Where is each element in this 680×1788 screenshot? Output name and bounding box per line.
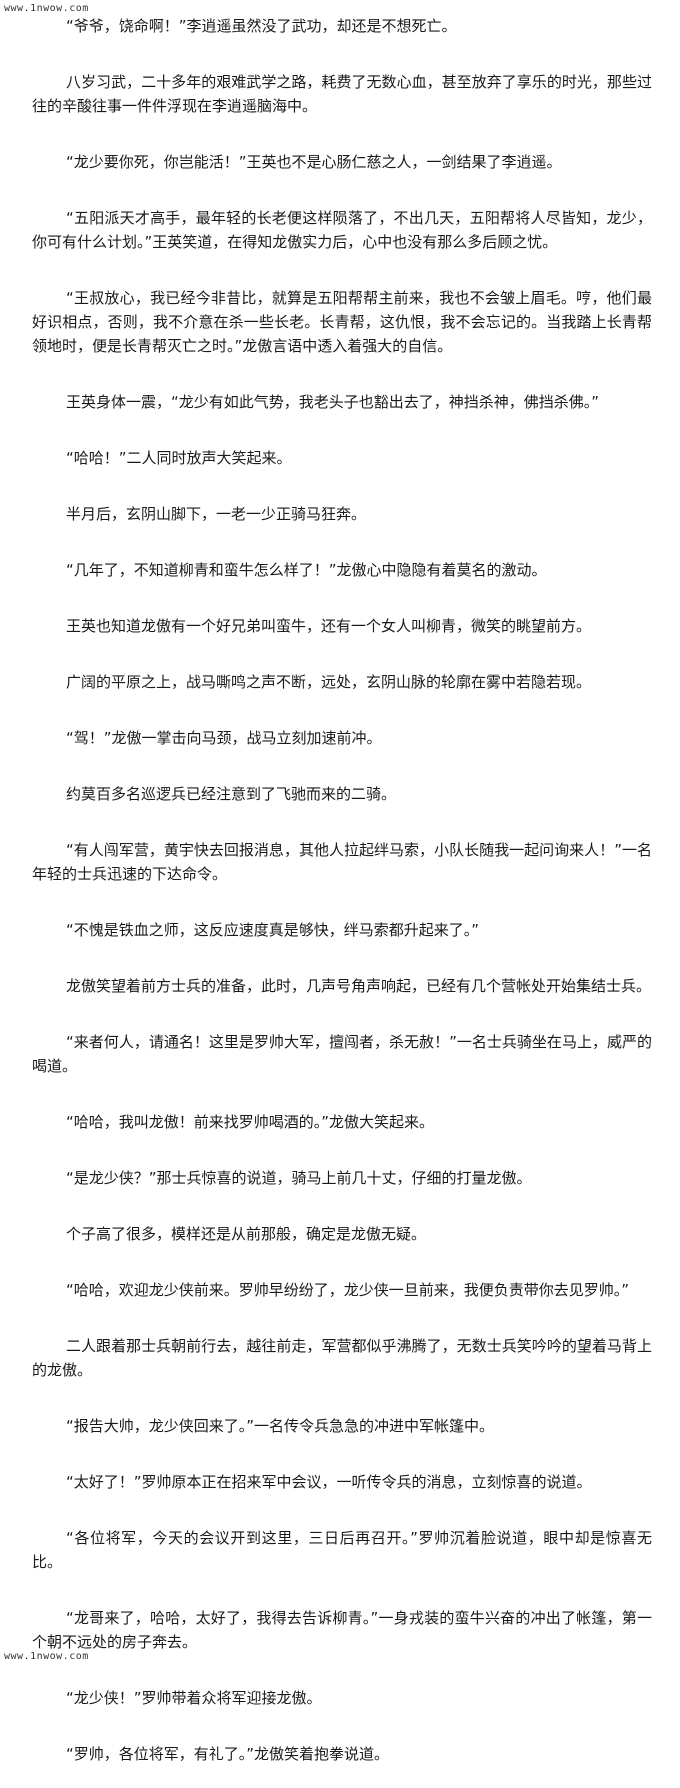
paragraph-20: 个子高了很多，模样还是从前那般，确定是龙傲无疑。 bbox=[66, 1225, 427, 1243]
paragraph-27: “龙少侠！”罗帅带着众将军迎接龙傲。 bbox=[66, 1689, 322, 1707]
paragraph-8: 半月后，玄阴山脚下，一老一少正骑马狂奔。 bbox=[66, 505, 367, 523]
paragraph-5: “王叔放心，我已经今非昔比，就算是五阳帮帮主前来，我也不会皱上眉毛。哼，他们最好… bbox=[32, 289, 652, 355]
paragraph-14: “有人闯军营，黄宇快去回报消息，其他人拉起绊马索，小队长随我一起问询来人！”一名… bbox=[32, 841, 652, 883]
paragraph-28: “罗帅，各位将军，有礼了。”龙傲笑着抱拳说道。 bbox=[66, 1745, 390, 1763]
paragraph-15: “不愧是铁血之师，这反应速度真是够快，绊马索都升起来了。” bbox=[66, 921, 480, 939]
paragraph-2: 八岁习武，二十多年的艰难武学之路，耗费了无数心血，甚至放弃了享乐的时光，那些过往… bbox=[32, 73, 652, 115]
watermark-bottom: www.1nwow.com bbox=[4, 1651, 89, 1662]
article-body: “爷爷，饶命啊！”李逍遥虽然没了武功，却还是不想死亡。 八岁习武，二十多年的艰难… bbox=[0, 14, 680, 1788]
paragraph-10: 王英也知道龙傲有一个好兄弟叫蛮牛，还有一个女人叫柳青，微笑的眺望前方。 bbox=[66, 617, 592, 635]
paragraph-1: “爷爷，饶命啊！”李逍遥虽然没了武功，却还是不想死亡。 bbox=[66, 17, 457, 35]
paragraph-6: 王英身体一震，“龙少有如此气势，我老头子也豁出去了，神挡杀神，佛挡杀佛。” bbox=[66, 393, 600, 411]
watermark-top: www.1nwow.com bbox=[4, 3, 89, 14]
paragraph-11: 广阔的平原之上，战马嘶鸣之声不断，远处，玄阴山脉的轮廓在雾中若隐若现。 bbox=[66, 673, 592, 691]
paragraph-12: “驾！”龙傲一掌击向马颈，战马立刻加速前冲。 bbox=[66, 729, 382, 747]
paragraph-19: “是龙少侠？”那士兵惊喜的说道，骑马上前几十丈，仔细的打量龙傲。 bbox=[66, 1169, 532, 1187]
paragraph-25: “各位将军，今天的会议开到这里，三日后再召开。”罗帅沉着脸说道，眼中却是惊喜无比… bbox=[32, 1529, 652, 1571]
paragraph-7: “哈哈！”二人同时放声大笑起来。 bbox=[66, 449, 292, 467]
paragraph-13: 约莫百多名巡逻兵已经注意到了飞驰而来的二骑。 bbox=[66, 785, 397, 803]
paragraph-3: “龙少要你死，你岂能活！”王英也不是心肠仁慈之人，一剑结果了李逍遥。 bbox=[66, 153, 562, 171]
paragraph-22: 二人跟着那士兵朝前行去，越往前走，军营都似乎沸腾了，无数士兵笑吟吟的望着马背上的… bbox=[32, 1337, 652, 1379]
paragraph-18: “哈哈，我叫龙傲！前来找罗帅喝酒的。”龙傲大笑起来。 bbox=[66, 1113, 435, 1131]
paragraph-21: “哈哈，欢迎龙少侠前来。罗帅早纷纷了，龙少侠一旦前来，我便负责带你去见罗帅。” bbox=[66, 1281, 630, 1299]
paragraph-23: “报告大帅，龙少侠回来了。”一名传令兵急急的冲进中军帐篷中。 bbox=[66, 1417, 495, 1435]
paragraph-26: “龙哥来了，哈哈，太好了，我得去告诉柳青。”一身戎装的蛮牛兴奋的冲出了帐篷，第一… bbox=[32, 1609, 652, 1651]
paragraph-9: “几年了，不知道柳青和蛮牛怎么样了！”龙傲心中隐隐有着莫名的激动。 bbox=[66, 561, 547, 579]
paragraph-16: 龙傲笑望着前方士兵的准备，此时，几声号角声响起，已经有几个营帐处开始集结士兵。 bbox=[66, 977, 652, 995]
paragraph-24: “太好了！”罗帅原本正在招来军中会议，一听传令兵的消息，立刻惊喜的说道。 bbox=[66, 1473, 592, 1491]
paragraph-4: “五阳派天才高手，最年轻的长老便这样陨落了，不出几天，五阳帮将人尽皆知，龙少，你… bbox=[32, 209, 652, 251]
paragraph-17: “来者何人，请通名！这里是罗帅大军，擅闯者，杀无赦！”一名士兵骑坐在马上，威严的… bbox=[32, 1033, 652, 1075]
